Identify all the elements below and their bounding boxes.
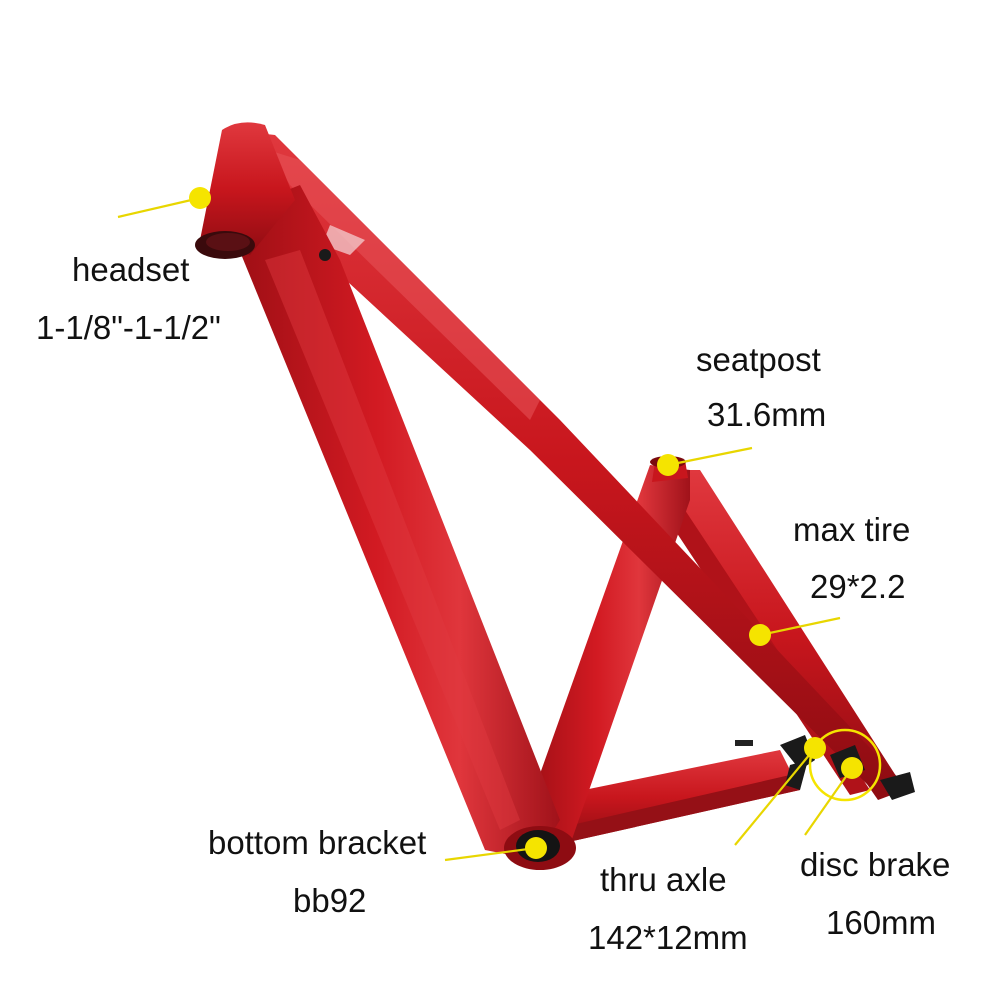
down-tube [225, 185, 560, 860]
thru-axle-marker [804, 737, 826, 759]
max-tire-marker [749, 624, 771, 646]
disc-brake-marker [841, 757, 863, 779]
bottom-bracket-label: bottom bracket [208, 824, 427, 861]
seatpost-spec: 31.6mm [707, 396, 827, 433]
leader-lines [117, 196, 853, 862]
bottom-bracket-marker [525, 837, 547, 859]
headset-label: headset [72, 251, 190, 288]
headset-spec: 1-1/8"-1-1/2" [36, 309, 221, 346]
disc-brake-spec: 160mm [826, 904, 937, 941]
disc-brake-highlight-circle [808, 728, 882, 802]
seatpost-marker [657, 454, 679, 476]
callout-markers [189, 187, 863, 859]
max-tire-leader-line [759, 616, 841, 637]
bottom-bracket-leader-line [444, 846, 537, 862]
thru-axle-label: thru axle [600, 861, 727, 898]
seatpost-label: seatpost [696, 341, 821, 378]
thru-axle-spec: 142*12mm [588, 919, 748, 956]
headset-leader-line [117, 196, 201, 219]
head-tube [195, 122, 331, 261]
bottom-bracket-spec: bb92 [293, 882, 367, 919]
seatpost-leader-line [667, 446, 753, 467]
headset-marker [189, 187, 211, 209]
max-tire-spec: 29*2.2 [810, 568, 906, 605]
disc-brake-label: disc brake [800, 846, 951, 883]
thru-axle-leader-line [734, 747, 816, 846]
max-tire-label: max tire [793, 511, 911, 548]
disc-brake-leader-line [804, 767, 853, 836]
chain-stay [535, 750, 800, 845]
